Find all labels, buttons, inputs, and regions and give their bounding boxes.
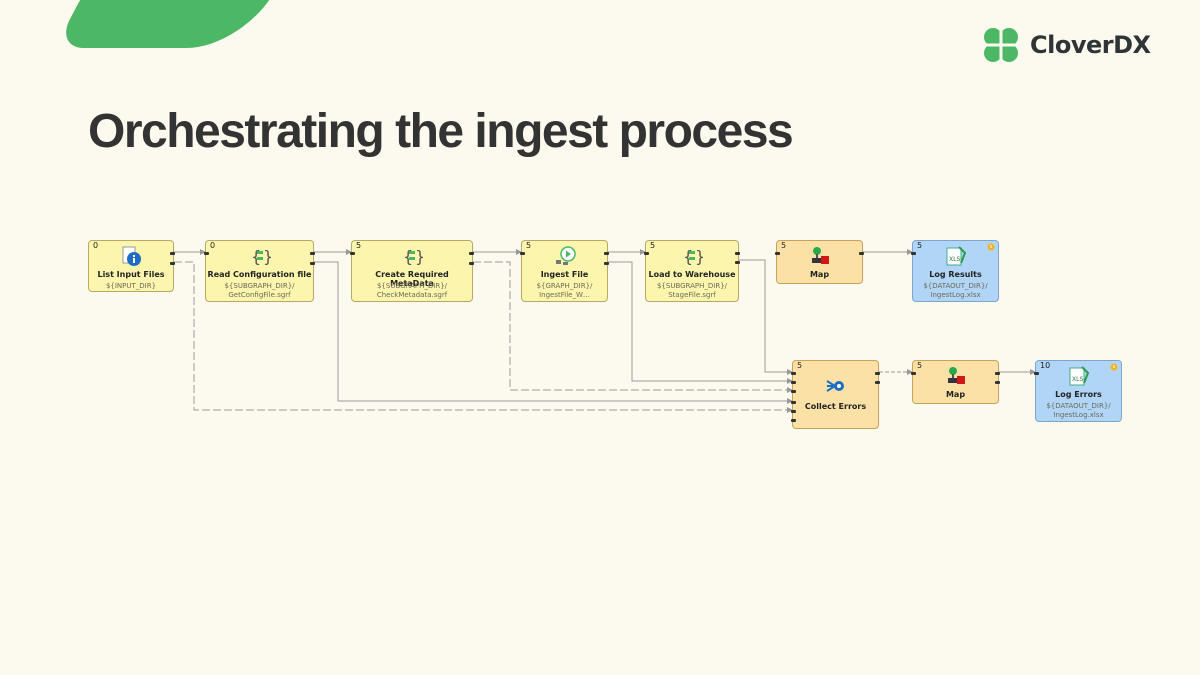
svg-text:{: { — [251, 247, 261, 266]
run-graph-icon — [555, 246, 576, 265]
node-path: ${INPUT_DIR} — [105, 282, 157, 290]
node-path: ${DATAOUT_DIR}/ IngestLog.xlsx — [923, 282, 988, 299]
edge-read-to-collect — [314, 261, 793, 404]
input-port[interactable] — [911, 252, 916, 255]
node-label: List Input Files — [97, 270, 165, 279]
output-port[interactable] — [469, 262, 474, 265]
input-port[interactable] — [791, 410, 796, 413]
input-port[interactable] — [520, 252, 525, 255]
node-label: Log Results — [929, 270, 982, 279]
node-load-to-warehouse[interactable]: 5 { } Load to Warehouse ${SUBGRAPH_DIR}/… — [644, 240, 740, 302]
node-path: ${SUBGRAPH_DIR}/ StageFile.sgrf — [656, 282, 728, 299]
output-port[interactable] — [310, 252, 315, 255]
node-phase-number: 5 — [356, 241, 362, 250]
svg-text:{: { — [403, 247, 413, 266]
info-file-icon — [122, 246, 141, 266]
clover-icon — [984, 28, 1018, 62]
node-phase-number: 5 — [917, 361, 923, 370]
subgraph-icon: { } — [251, 247, 271, 266]
node-phase-number: 0 — [93, 241, 99, 250]
node-label: Map — [809, 270, 830, 279]
node-phase-number: 10 — [1040, 361, 1051, 370]
edge-list-to-collect — [174, 261, 793, 413]
map-icon — [811, 247, 829, 264]
edge-create-to-collect — [473, 261, 793, 393]
output-port[interactable] — [604, 262, 609, 265]
map-icon — [947, 367, 965, 384]
output-port[interactable] — [469, 252, 474, 255]
node-label: Create Required MetaData — [375, 270, 449, 288]
input-port[interactable] — [791, 381, 796, 384]
node-map-bottom[interactable]: 5 Map — [911, 360, 1000, 404]
input-port[interactable] — [791, 390, 796, 393]
output-port[interactable] — [875, 372, 880, 375]
xls-writer-icon: XLS — [946, 246, 966, 266]
svg-text:}: } — [415, 247, 423, 266]
edge-load-to-collect — [739, 259, 793, 375]
cloverdx-logo: CloverDX — [980, 24, 1151, 66]
output-port[interactable] — [995, 372, 1000, 375]
node-log-errors[interactable]: 10 XLS Log Errors ${DATAOUT_DIR}/ Ingest… — [1034, 360, 1122, 422]
node-phase-number: 5 — [917, 241, 923, 250]
node-create-required-metadata[interactable]: 5 { } Create Required MetaData ${SUBGRAP… — [350, 240, 474, 302]
xls-writer-icon: XLS — [1069, 366, 1089, 386]
warning-icon — [987, 243, 995, 251]
svg-text:}: } — [695, 247, 703, 266]
svg-text:{: { — [683, 247, 693, 266]
output-port[interactable] — [875, 381, 880, 384]
edge-ingest-to-collect — [608, 261, 793, 384]
input-port[interactable] — [204, 252, 209, 255]
node-label: Read Configuration file — [207, 270, 312, 279]
output-port[interactable] — [170, 262, 175, 265]
input-port[interactable] — [911, 372, 916, 375]
brand-name: CloverDX — [1030, 31, 1151, 59]
output-port[interactable] — [995, 381, 1000, 384]
output-port[interactable] — [310, 262, 315, 265]
node-phase-number: 5 — [797, 361, 803, 370]
node-collect-errors[interactable]: 5 Collect Errors — [791, 360, 880, 429]
node-map-top[interactable]: 5 Map — [775, 240, 864, 284]
node-phase-number: 5 — [781, 241, 787, 250]
node-path: ${DATAOUT_DIR}/ IngestLog.xlsx — [1046, 402, 1111, 419]
output-port[interactable] — [170, 252, 175, 255]
node-list-input-files[interactable]: 0 List Input Files ${INPUT_DIR} — [88, 240, 175, 292]
node-path: ${GRAPH_DIR}/ IngestFile_W… — [536, 282, 593, 299]
subgraph-icon: { } — [403, 247, 423, 266]
input-port[interactable] — [791, 372, 796, 375]
merge-icon — [825, 380, 844, 392]
node-phase-number: 5 — [526, 241, 532, 250]
node-label: Log Errors — [1055, 390, 1102, 399]
input-port[interactable] — [791, 419, 796, 422]
node-label: Ingest File — [540, 270, 589, 279]
output-port[interactable] — [735, 252, 740, 255]
svg-text:}: } — [263, 247, 271, 266]
input-port[interactable] — [775, 252, 780, 255]
node-read-configuration-file[interactable]: 0 { } Read Configuration file ${SUBGRAPH… — [204, 240, 315, 302]
node-phase-number: 5 — [650, 241, 656, 250]
node-path: ${SUBGRAPH_DIR}/ GetConfigFile.sgrf — [224, 282, 295, 299]
svg-text:XLS: XLS — [1072, 376, 1083, 383]
page-title: Orchestrating the ingest process — [88, 105, 794, 158]
output-port[interactable] — [735, 261, 740, 264]
output-port[interactable] — [859, 252, 864, 255]
node-log-results[interactable]: 5 XLS Log Results ${DATAOUT_DIR}/ Ingest… — [911, 240, 999, 302]
node-path: ${SUBGRAPH_DIR}/ CheckMetadata.sgrf — [376, 282, 448, 299]
node-label: Map — [945, 390, 966, 399]
warning-icon — [1110, 363, 1118, 371]
input-port[interactable] — [1034, 372, 1039, 375]
input-port[interactable] — [791, 401, 796, 404]
input-port[interactable] — [644, 252, 649, 255]
node-ingest-file[interactable]: 5 Ingest File ${GRAPH_DIR}/ IngestFile_W… — [520, 240, 609, 302]
node-label: Load to Warehouse — [648, 270, 736, 279]
node-phase-number: 0 — [210, 241, 216, 250]
svg-text:XLS: XLS — [949, 256, 960, 263]
node-label: Collect Errors — [804, 402, 867, 411]
output-port[interactable] — [604, 252, 609, 255]
subgraph-icon: { } — [683, 247, 703, 266]
input-port[interactable] — [350, 252, 355, 255]
